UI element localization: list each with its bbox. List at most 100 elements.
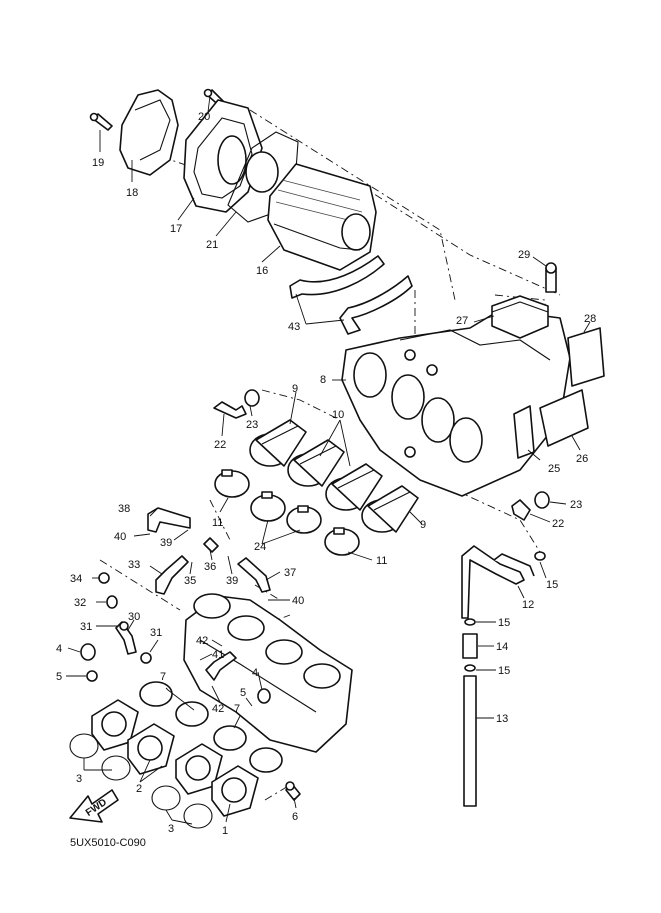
callout-29: 29: [518, 249, 530, 261]
clip-part-5: [86, 670, 98, 682]
air-filter-cover-assembly: [89, 88, 377, 271]
air-box-housing-part-8: [341, 262, 605, 497]
cap-part-23b: [534, 491, 550, 509]
callout-10: 10: [332, 409, 344, 421]
callout-41: 41: [212, 649, 224, 661]
callout-9b: 9: [420, 519, 426, 531]
callout-20: 20: [198, 111, 210, 123]
fuel-line-assembly: [461, 545, 546, 807]
callout-36: 36: [204, 561, 216, 573]
callout-28: 28: [584, 313, 596, 325]
clamps: [214, 469, 360, 556]
intake-joints: [249, 419, 419, 533]
callout-14: 14: [496, 641, 508, 653]
callout-38: 38: [118, 503, 130, 515]
callout-1: 1: [222, 825, 228, 837]
diagram-part-code: 5UX5010-C090: [70, 837, 146, 849]
callout-30: 30: [128, 611, 140, 623]
callout-33: 33: [128, 559, 140, 571]
callout-3: 3: [76, 773, 82, 785]
callout-26: 26: [576, 453, 588, 465]
callout-39b: 39: [226, 575, 238, 587]
callout-2: 2: [136, 783, 142, 795]
callout-24: 24: [254, 541, 266, 553]
clip-part-31: [119, 621, 129, 631]
callout-16: 16: [256, 265, 268, 277]
callout-6: 6: [292, 811, 298, 823]
callout-4b: 4: [252, 667, 258, 679]
callout-35: 35: [184, 575, 196, 587]
pad-part-28: [567, 327, 605, 387]
callout-15: 15: [546, 579, 558, 591]
hose-and-cap-left: [213, 389, 260, 419]
callout-15b: 15: [498, 617, 510, 629]
callout-31: 31: [80, 621, 92, 633]
callout-8: 8: [320, 374, 326, 386]
hose-part-22b: [511, 499, 531, 521]
callout-17: 17: [170, 223, 182, 235]
callout-4: 4: [56, 643, 62, 655]
callout-3b: 3: [168, 823, 174, 835]
callout-40b: 40: [292, 595, 304, 607]
clip-part-15c: [464, 664, 476, 672]
callout-11b: 11: [376, 555, 387, 567]
filter-part-14: [462, 633, 478, 659]
callout-39: 39: [160, 537, 172, 549]
callout-15c: 15: [498, 665, 510, 677]
callout-18: 18: [126, 187, 138, 199]
callout-numbers: 19 20 18 17 21 16 29 28 27 43 8 9 23 10 …: [56, 111, 596, 837]
callout-42b: 42: [212, 703, 224, 715]
clip-part-15a: [534, 551, 546, 561]
leader-lines: [66, 95, 591, 825]
duct-cover-part-18: [119, 89, 179, 176]
callout-23b: 23: [570, 499, 582, 511]
callout-5: 5: [56, 671, 62, 683]
callout-32: 32: [74, 597, 86, 609]
callout-7: 7: [160, 671, 166, 683]
clip-part-31b: [140, 652, 152, 664]
callout-12: 12: [522, 599, 534, 611]
callout-9: 9: [292, 383, 298, 395]
callout-42: 42: [196, 635, 208, 647]
callout-43: 43: [288, 321, 300, 333]
callout-5b: 5: [240, 687, 246, 699]
forward-direction-arrow: FWD: [69, 789, 119, 823]
callout-22: 22: [214, 439, 226, 451]
callout-40: 40: [114, 531, 126, 543]
cap-part-4: [80, 643, 96, 661]
cap-part-34: [98, 572, 110, 584]
plug-part-32: [106, 595, 118, 609]
hose-part-22: [213, 401, 247, 419]
joint-part-36: [203, 537, 219, 553]
hose-part-33: [155, 555, 189, 595]
callout-34: 34: [70, 573, 82, 585]
callout-27: 27: [456, 315, 468, 327]
hose-part-38: [147, 507, 191, 533]
callout-19: 19: [92, 157, 104, 169]
o-ring-part-3: [69, 733, 99, 759]
callout-22b: 22: [552, 518, 564, 530]
pad-part-26: [539, 389, 589, 447]
hose-part-42: [205, 651, 237, 681]
callout-31b: 31: [150, 627, 162, 639]
hose-and-cap-right: [511, 491, 550, 521]
callout-21: 21: [206, 239, 218, 251]
callout-37: 37: [284, 567, 296, 579]
cap-part-23: [244, 389, 260, 407]
intake-manifolds: [69, 643, 301, 829]
hose-part-37: [237, 557, 271, 593]
callout-25: 25: [548, 463, 560, 475]
breather-hoses-part-43: [289, 255, 413, 335]
callout-23: 23: [246, 419, 258, 431]
cap-part-4b: [257, 688, 271, 704]
callout-7b: 7: [234, 703, 240, 715]
callout-13: 13: [496, 713, 508, 725]
hose-part-13: [463, 675, 477, 807]
hose-part-12: [461, 545, 525, 619]
carburetor-bank: [183, 593, 353, 753]
gasket-part-21: [227, 131, 299, 223]
clip-part-15b: [464, 618, 476, 626]
vacuum-hoses: [98, 507, 271, 664]
